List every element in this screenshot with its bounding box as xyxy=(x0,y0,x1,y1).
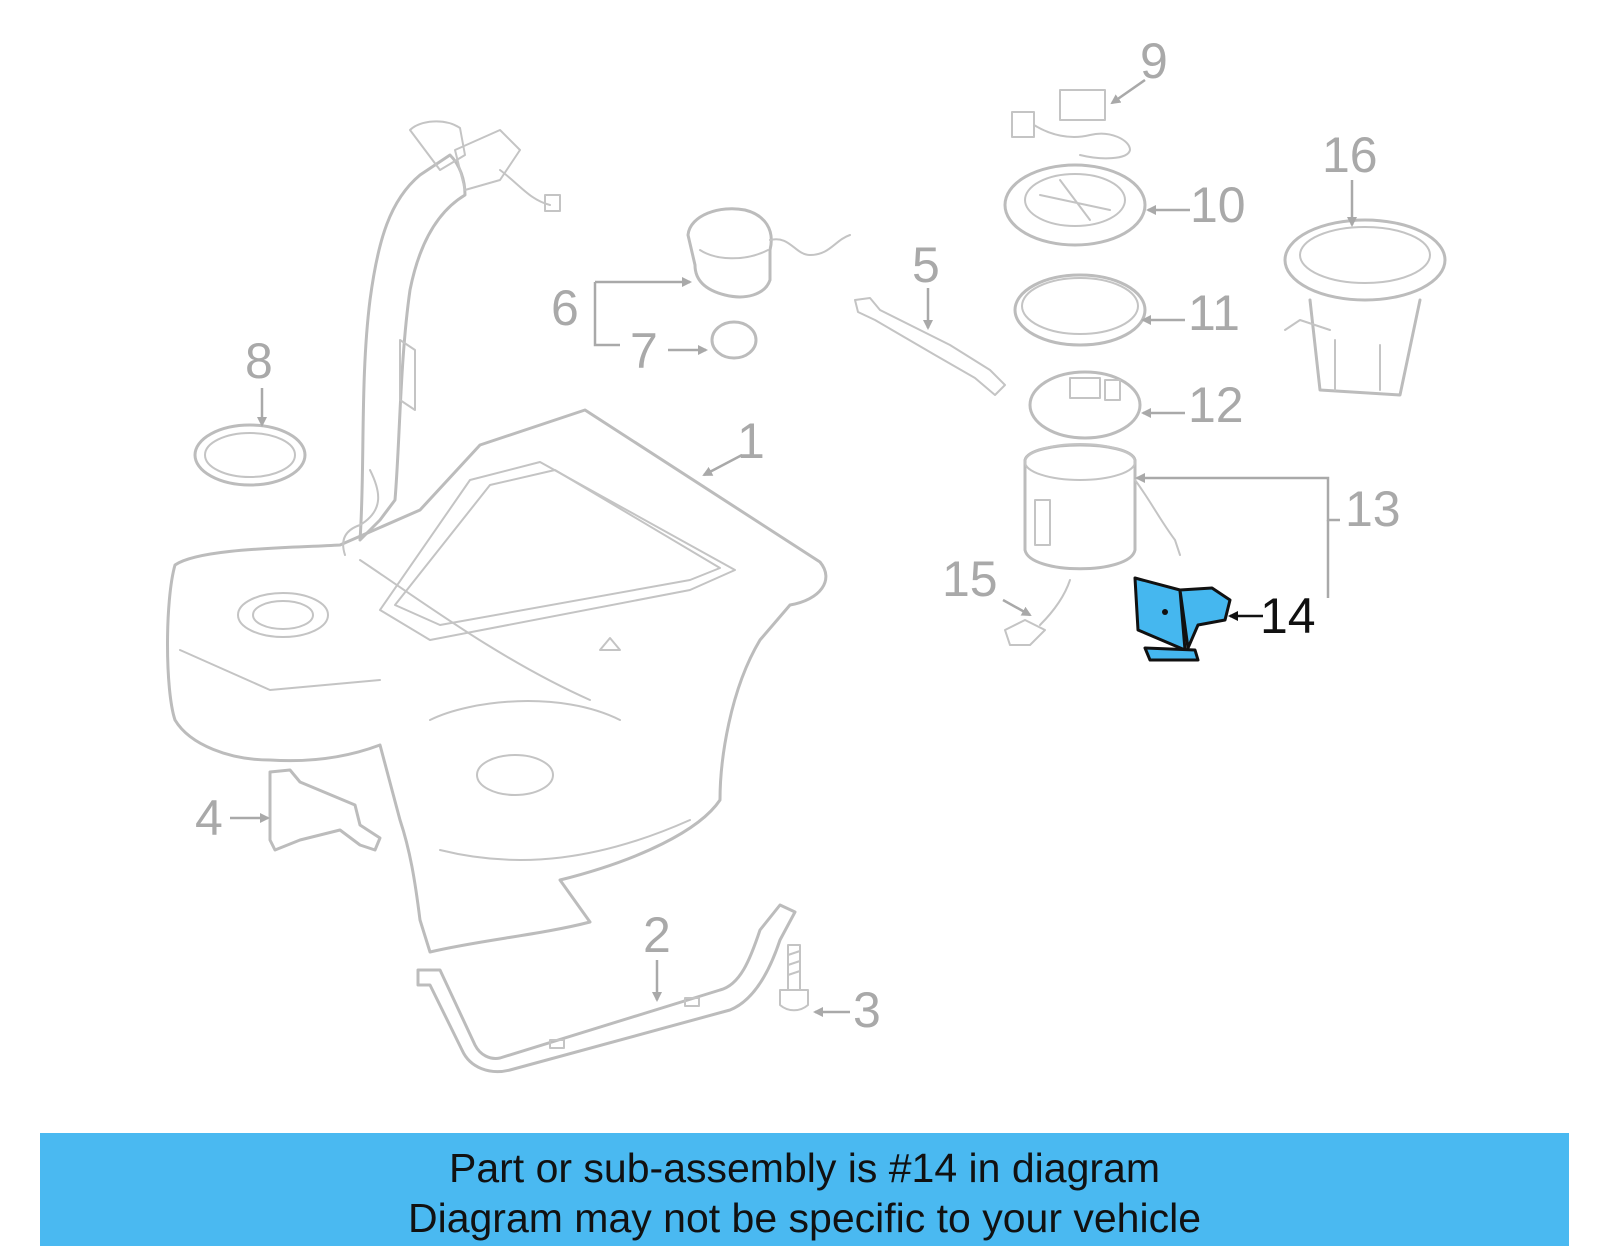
bracket-part-14-highlighted[interactable] xyxy=(1133,576,1232,662)
o-ring-part-7 xyxy=(710,320,758,360)
pump-module-part-16 xyxy=(1283,218,1447,397)
callout-2: 2 xyxy=(643,907,671,963)
callout-8: 8 xyxy=(245,333,273,389)
banner-line-disclaimer: Diagram may not be specific to your vehi… xyxy=(407,1195,1201,1241)
callout-9: 9 xyxy=(1140,33,1168,89)
filler-neck xyxy=(342,120,561,556)
callout-6: 6 xyxy=(551,280,579,336)
fuel-tank-part-1 xyxy=(166,408,828,954)
seal-ring-part-11 xyxy=(1013,273,1147,347)
sensor-part-5 xyxy=(854,297,1006,396)
fuel-cap-part-6 xyxy=(686,207,851,299)
callout-10: 10 xyxy=(1190,177,1246,233)
flange-part-10 xyxy=(1003,163,1147,247)
callout-11: 11 xyxy=(1188,285,1240,341)
connector-part-9 xyxy=(1011,89,1131,160)
lock-ring-part-8 xyxy=(193,423,307,487)
leader-lines xyxy=(230,78,1357,1017)
callout-7: 7 xyxy=(630,323,658,379)
info-banner: Part or sub-assembly is #14 in diagram D… xyxy=(40,1133,1569,1246)
callout-13: 13 xyxy=(1345,481,1401,537)
callout-5: 5 xyxy=(912,237,940,293)
callout-14: 14 xyxy=(1260,588,1316,644)
banner-line-part-number: Part or sub-assembly is #14 in diagram xyxy=(449,1145,1160,1191)
pump-module-part-13 xyxy=(1023,443,1181,571)
callout-4: 4 xyxy=(195,790,223,846)
pump-top-part-12 xyxy=(1028,370,1142,440)
callout-12: 12 xyxy=(1188,377,1244,433)
bolt-part-3 xyxy=(779,944,809,1012)
callout-1: 1 xyxy=(737,413,765,469)
tank-strap-part-2 xyxy=(416,903,797,1074)
harness-part-15 xyxy=(1004,579,1071,646)
callout-15: 15 xyxy=(942,551,998,607)
callout-3: 3 xyxy=(853,982,881,1038)
bracket-part-4 xyxy=(268,768,382,852)
callout-labels: 1 2 3 4 5 6 7 8 9 10 11 12 13 14 15 16 xyxy=(195,33,1401,1038)
callout-16: 16 xyxy=(1322,127,1378,183)
